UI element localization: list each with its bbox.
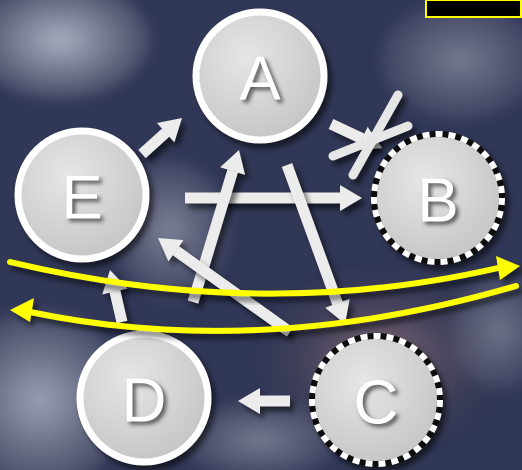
node-circle xyxy=(192,8,328,144)
edge-a-to-c xyxy=(281,163,350,324)
flow-arrow-right xyxy=(7,256,520,297)
node-a: A xyxy=(192,8,328,144)
edge-c-to-d xyxy=(238,388,290,414)
node-label: E xyxy=(61,164,102,233)
edge-d-to-a xyxy=(187,150,246,304)
flow-arrow-left xyxy=(10,283,519,334)
node-label: B xyxy=(417,167,458,236)
node-label: A xyxy=(239,45,281,114)
node-d: D xyxy=(76,330,212,466)
nodes-layer: A B C D E xyxy=(14,8,505,467)
node-circle xyxy=(14,127,150,263)
edge-e-to-b xyxy=(185,185,362,211)
node-dashed-border xyxy=(309,333,443,467)
node-circle xyxy=(76,330,212,466)
edge-c-to-e xyxy=(158,238,294,337)
node-c: C xyxy=(309,333,443,467)
node-b: B xyxy=(371,131,505,265)
crossed-out-mark xyxy=(328,90,413,180)
corner-frame xyxy=(425,0,522,18)
flow-arrows-layer xyxy=(7,256,520,334)
edge-e-to-a xyxy=(138,118,182,159)
node-dashed-border xyxy=(371,131,505,265)
node-label: D xyxy=(122,367,167,436)
node-label: C xyxy=(354,369,399,438)
cross-stroke xyxy=(348,90,403,180)
edges-layer xyxy=(102,118,382,414)
node-e: E xyxy=(14,127,150,263)
